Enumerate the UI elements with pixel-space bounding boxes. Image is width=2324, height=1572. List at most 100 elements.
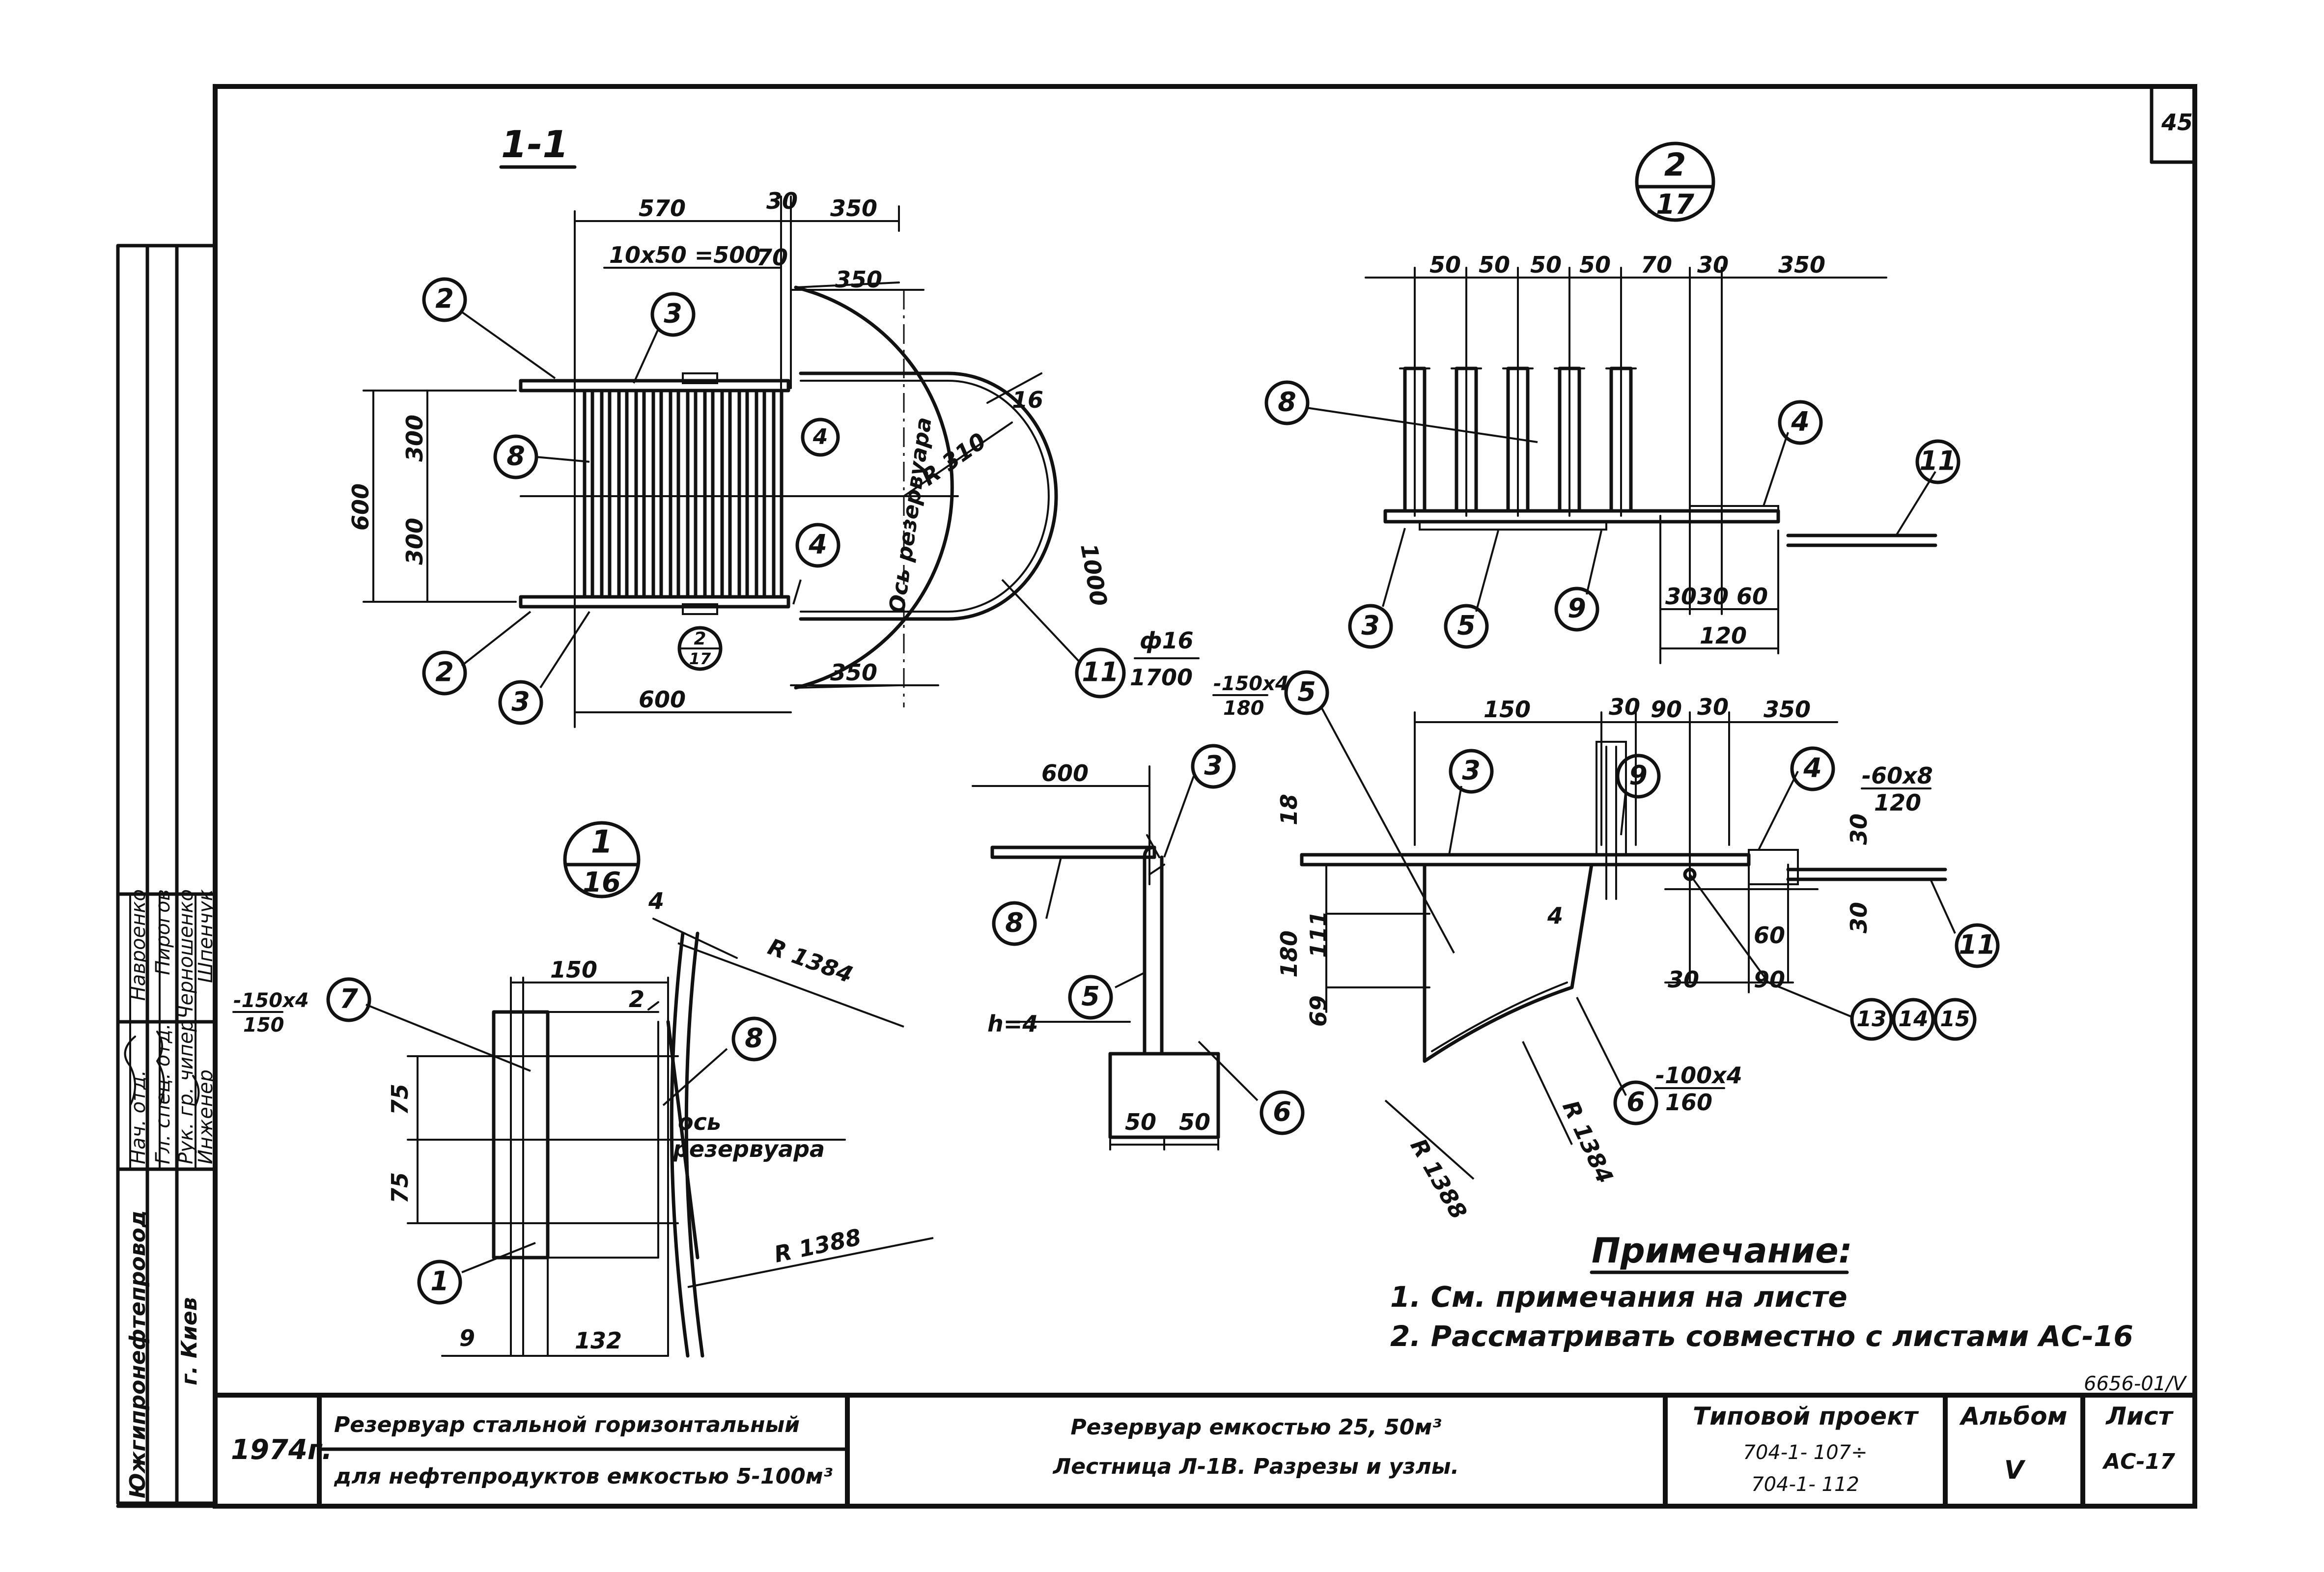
- n2-dim-50d: 50: [1579, 252, 1611, 278]
- r-dim-18: 18: [1276, 794, 1302, 825]
- section-1-1-title: 1-1: [501, 122, 568, 166]
- project-code-2: 704-1- 112: [1751, 1473, 1859, 1496]
- stamp-name-1: Навроенко: [127, 889, 150, 1001]
- dim-16: 16: [1012, 387, 1043, 413]
- n1-marker-7: 7: [339, 983, 358, 1014]
- n2-marker-4: 4: [1791, 406, 1810, 437]
- n2-dim-50c: 50: [1530, 252, 1562, 278]
- r-marker-4: 4: [1803, 753, 1822, 784]
- n1-dim-150: 150: [550, 956, 597, 983]
- mid-marker-3: 3: [1204, 750, 1223, 781]
- stamp-name-2: Пирогов: [152, 889, 174, 975]
- markers-middle: [992, 744, 1305, 1135]
- stamp-organization: Южгипронефтепровод: [125, 1210, 150, 1498]
- node-1-detail: [365, 918, 934, 1358]
- marker-4-top: 4: [812, 424, 828, 449]
- r-marker-5: 5: [1297, 676, 1316, 707]
- stamp-name-3: Черношенко: [175, 889, 197, 1019]
- mid-dim-50b: 50: [1179, 1109, 1210, 1135]
- n2-marker-3: 3: [1361, 610, 1380, 641]
- title-block: [317, 1395, 2085, 1506]
- dim-350-bottom: 350: [830, 659, 877, 686]
- stamp-city: г. Киев: [177, 1297, 202, 1385]
- section-ref-denominator: 17: [689, 649, 711, 668]
- r-dim-30-vert-b: 30: [1846, 902, 1872, 933]
- album-value: V: [2004, 1456, 2026, 1485]
- n1-dim-9: 9: [459, 1325, 475, 1351]
- sheet-code: АС-17: [2102, 1449, 2175, 1474]
- doc-code: 6656-01/V: [2084, 1373, 2187, 1395]
- r-plate4-spec-a: -60x8: [1862, 762, 1933, 789]
- marker-2-top: 2: [435, 283, 454, 314]
- n1-dim-2: 2: [629, 986, 644, 1012]
- rod-spec-diameter: ф16: [1140, 627, 1194, 654]
- marker-8-plan: 8: [506, 441, 525, 472]
- n1-plate-spec-a: -150x4: [233, 989, 309, 1012]
- dim-10x50: 10x50 =500: [609, 242, 760, 268]
- mid-marker-8: 8: [1005, 907, 1024, 938]
- mid-dim-600: 600: [1041, 760, 1089, 786]
- r-marker-9: 9: [1629, 760, 1648, 791]
- r-dim-350: 350: [1764, 696, 1811, 723]
- r-dim-4: 4: [1547, 902, 1563, 929]
- n2-dim-60: 60: [1736, 583, 1768, 610]
- n1-dim-75-upper: 75: [387, 1084, 413, 1115]
- n2-dim-70: 70: [1641, 252, 1672, 278]
- doc-description-line1: Резервуар стальной горизонтальный: [334, 1412, 800, 1437]
- note-2: 2. Рассматривать совместно с листами АС-…: [1390, 1319, 2133, 1353]
- r-plate6-spec-b: 160: [1665, 1089, 1712, 1116]
- right-section-detail: [1300, 707, 1956, 1180]
- section-ref-2-17: 2 17: [677, 626, 723, 671]
- section-2-numerator: 2: [1664, 147, 1686, 184]
- rod-spec-length: 1700: [1130, 664, 1193, 691]
- doc-description-line2: для нефтепродуктов емкостью 5-100м³: [334, 1464, 833, 1489]
- n2-dim-350: 350: [1778, 252, 1825, 278]
- project-label: Типовой проект: [1693, 1402, 1919, 1431]
- r-plate6-spec-a: -100x4: [1655, 1062, 1742, 1089]
- n2-marker-8: 8: [1278, 387, 1296, 418]
- section-1-numerator: 1: [591, 824, 613, 861]
- marker-3-top: 3: [664, 298, 682, 329]
- r-marker-11: 11: [1959, 929, 1995, 960]
- marker-4-bottom: 4: [808, 529, 827, 560]
- marker-11-plan: 11: [1082, 657, 1119, 688]
- project-code-1: 704-1- 107÷: [1743, 1441, 1867, 1464]
- n2-dim-30b: 30: [1665, 583, 1697, 610]
- r-dim-69: 69: [1305, 995, 1332, 1027]
- sheet-number: 45: [2161, 109, 2193, 136]
- section-mark-1-16: [563, 821, 641, 898]
- mid-marker-5: 5: [1081, 981, 1100, 1012]
- r-dim-30: 30: [1609, 694, 1640, 720]
- n1-axis-label-b: резервуара: [672, 1136, 825, 1162]
- mid-marker-6: 6: [1273, 1096, 1291, 1127]
- dim-600-horizontal: 600: [639, 686, 686, 713]
- year: 1974г.: [231, 1434, 332, 1466]
- n2-marker-11: 11: [1919, 446, 1956, 477]
- n1-plate-spec-b: 150: [243, 1014, 284, 1037]
- r-dim-r1384: R 1384: [1557, 1096, 1619, 1187]
- n1-dim-132: 132: [575, 1327, 622, 1354]
- n2-dim-50a: 50: [1429, 252, 1461, 278]
- stamp-role-3: Рук. гр. чипер: [175, 1019, 197, 1164]
- side-stamp: [116, 244, 217, 1505]
- r-plate5-spec-a: -150x4: [1213, 673, 1289, 695]
- note-1: 1. См. примечания на листе: [1390, 1280, 1848, 1314]
- dim-1000: 1000: [1075, 542, 1112, 608]
- sheet-label: Лист: [2105, 1402, 2174, 1431]
- doc-title-line1: Резервуар емкостью 25, 50м³: [1070, 1415, 1441, 1440]
- n2-marker-5: 5: [1457, 610, 1476, 641]
- r-plate4-spec-b: 120: [1874, 789, 1921, 816]
- dim-350-top: 350: [830, 195, 877, 222]
- dim-70: 70: [756, 244, 788, 271]
- n2-dim-120: 120: [1700, 622, 1747, 649]
- r-dim-30-vert-a: 30: [1846, 814, 1872, 845]
- section-1-denominator: 16: [583, 867, 621, 898]
- r-dim-180: 180: [1276, 930, 1302, 978]
- r-marker-15: 15: [1940, 1007, 1970, 1032]
- signatures: [124, 1031, 200, 1106]
- dim-570: 570: [639, 195, 686, 222]
- r-marker-13: 13: [1856, 1007, 1886, 1032]
- node-2-detail: [1306, 267, 1937, 664]
- n1-axis-label-a: ось: [678, 1109, 721, 1135]
